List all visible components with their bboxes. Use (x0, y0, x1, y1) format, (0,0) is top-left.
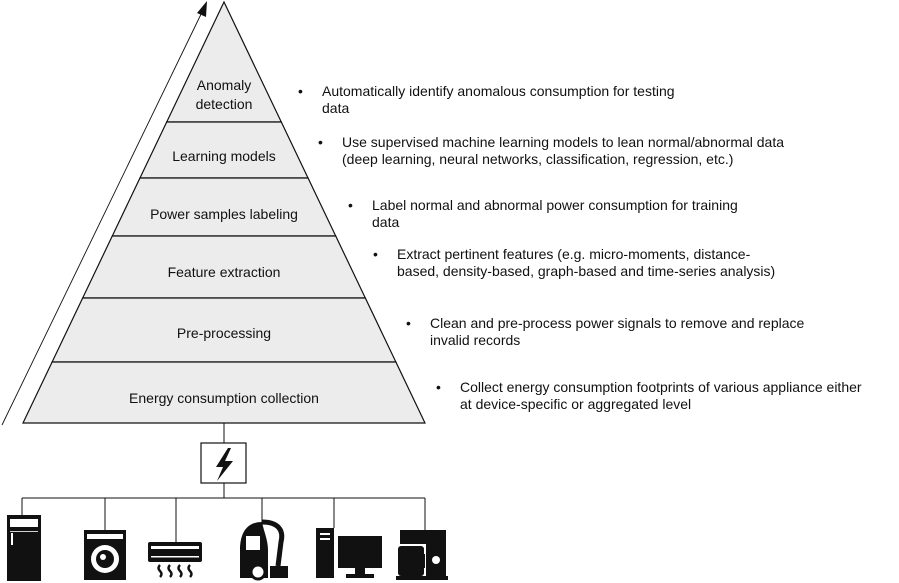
air-conditioner-icon (148, 542, 202, 578)
bullet-text-line: Clean and pre-process power signals to r… (430, 315, 805, 331)
bullet-dot: • (373, 246, 378, 262)
bullet-text-line: Label normal and abnormal power consumpt… (372, 197, 738, 213)
bullet-text-line: based, density-based, graph-based and ti… (397, 263, 776, 279)
bullet-dot: • (406, 315, 411, 331)
power-box (200, 442, 247, 484)
pyramid-layer-label: Pre-processing (177, 325, 271, 341)
pyramid-layer-label: Power samples labeling (150, 206, 298, 222)
bullet-text-line: at device-specific or aggregated level (460, 396, 692, 412)
bullet-text: Use supervised machine learning models t… (342, 134, 784, 168)
pyramid-layer-label: Energy consumption collection (129, 390, 319, 406)
pyramid-layer (22, 361, 426, 424)
bullet-text: Label normal and abnormal power consumpt… (372, 197, 738, 231)
bullet-dot: • (436, 379, 441, 395)
bullet-text-line: Collect energy consumption footprints of… (460, 379, 862, 395)
bullet-text-line: Automatically identify anomalous consump… (322, 83, 675, 99)
bullet-text: Extract pertinent features (e.g. micro-m… (397, 246, 775, 280)
bullet-dot: • (298, 83, 303, 99)
bullet-text-line: Extract pertinent features (e.g. micro-m… (397, 246, 751, 262)
bullet-text-line: (deep learning, neural networks, classif… (342, 151, 734, 167)
bullet-dot: • (348, 197, 353, 213)
bullet-text-line: Use supervised machine learning models t… (342, 134, 785, 150)
pyramid-layer-label: detection (196, 96, 253, 112)
bullet-text-line: data (322, 100, 350, 116)
bullet-text: Automatically identify anomalous consump… (322, 83, 675, 117)
pyramid-layer-label: Learning models (172, 148, 276, 164)
bullet-dot: • (318, 134, 323, 150)
bullet-text: Clean and pre-process power signals to r… (430, 315, 804, 349)
refrigerator-icon (7, 515, 41, 581)
progress-arrow-head (197, 1, 207, 17)
bullet-text-line: data (372, 214, 400, 230)
progress-arrow-line (1, 7, 205, 426)
lightning-bolt-icon (216, 448, 233, 481)
coffee-machine-icon (396, 530, 448, 580)
pyramid-layer-label: Anomaly (197, 77, 251, 93)
vacuum-cleaner-icon (240, 519, 288, 581)
desktop-computer-icon (316, 528, 382, 578)
bullet-text: Collect energy consumption footprints of… (460, 379, 862, 413)
pyramid-layer-label: Feature extraction (168, 264, 281, 280)
bullet-text-line: invalid records (430, 332, 521, 348)
washing-machine-icon (84, 530, 126, 580)
